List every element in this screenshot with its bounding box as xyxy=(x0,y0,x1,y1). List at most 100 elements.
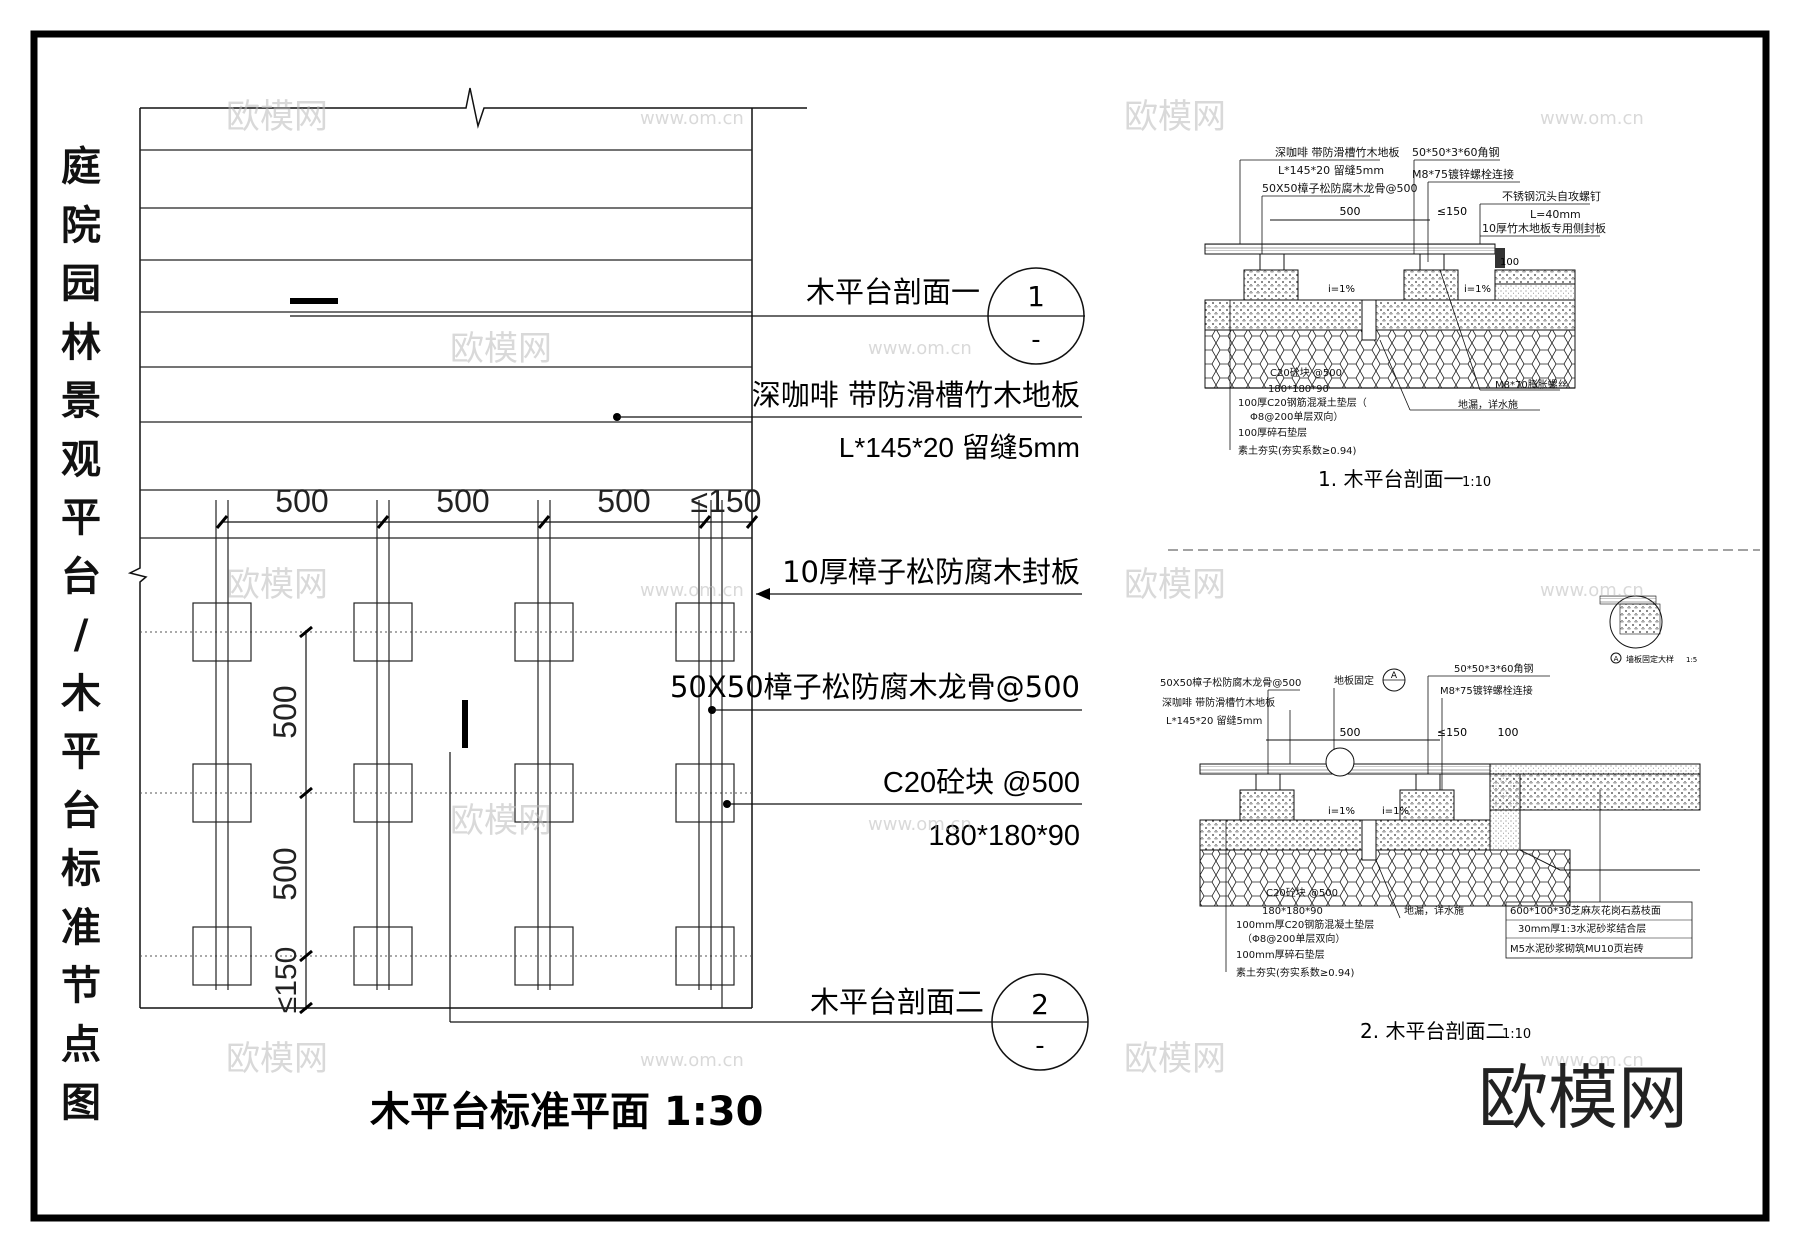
dim-left-2: 500 xyxy=(267,847,303,900)
svg-text:地漏，详水施: 地漏，详水施 xyxy=(1404,904,1464,917)
svg-text:L=40mm: L=40mm xyxy=(1530,208,1581,221)
dim-left-3: ≤150 xyxy=(270,947,303,1014)
detail-a: A 墙板固定大样 1:5 xyxy=(1599,595,1697,664)
svg-text:≤150: ≤150 xyxy=(1437,205,1467,218)
svg-text:墙板固定大样: 墙板固定大样 xyxy=(1626,654,1674,664)
concrete-block xyxy=(675,763,735,823)
watermark-url: www.om.cn xyxy=(1540,580,1644,601)
dim-left-1: 500 xyxy=(267,685,303,738)
svg-text:L*145*20 留缝5mm: L*145*20 留缝5mm xyxy=(1278,163,1384,177)
dim-top-2: 500 xyxy=(436,483,489,519)
dim-ticks-top xyxy=(215,515,759,529)
svg-text:10厚竹木地板专用侧封板: 10厚竹木地板专用侧封板 xyxy=(1482,221,1606,235)
watermark-brand: 欧模网 xyxy=(1124,1039,1226,1079)
svg-text:M5水泥砂浆砌筑MU10页岩砖: M5水泥砂浆砌筑MU10页岩砖 xyxy=(1510,942,1644,955)
svg-text:M8*75镀锌螺栓连接: M8*75镀锌螺栓连接 xyxy=(1412,167,1514,181)
dim-ticks-left xyxy=(299,625,313,1015)
svg-text:100厚C20钢筋混凝土垫层（: 100厚C20钢筋混凝土垫层（ xyxy=(1238,396,1367,409)
svg-text:深咖啡 带防滑槽竹木地板: 深咖啡 带防滑槽竹木地板 xyxy=(1162,696,1275,709)
section-1-marker-sub: - xyxy=(1031,325,1040,355)
dim-tick xyxy=(215,515,229,529)
dim-top-1: 500 xyxy=(275,483,328,519)
grid-dashed-lines xyxy=(140,631,752,957)
section-1-label: 木平台剖面一 xyxy=(806,275,980,309)
dim-tick xyxy=(299,949,313,963)
svg-text:50X50樟子松防腐木龙骨@500: 50X50樟子松防腐木龙骨@500 xyxy=(1262,181,1418,195)
svg-text:素土夯实(夯实系数≥0.94): 素土夯实(夯实系数≥0.94) xyxy=(1238,444,1357,457)
callout-floorboard-line2: L*145*20 留缝5mm xyxy=(839,432,1080,463)
svg-text:≤150: ≤150 xyxy=(1437,726,1467,739)
svg-text:C20砼块 @500: C20砼块 @500 xyxy=(1266,886,1338,899)
watermark-url: www.om.cn xyxy=(640,108,744,129)
dim-tick xyxy=(698,515,712,529)
sheet-vertical-title: 庭院园林景观平台/木平台标准节点图 xyxy=(61,144,101,1126)
concrete-block xyxy=(353,602,413,662)
callout-joist: 50X50樟子松防腐木龙骨@500 xyxy=(670,670,1080,704)
watermark-brand: 欧模网 xyxy=(450,329,552,369)
svg-text:C20砼块 @500: C20砼块 @500 xyxy=(1270,366,1342,379)
svg-text:A: A xyxy=(1614,655,1619,663)
plan-top-break-line xyxy=(140,87,807,129)
svg-text:600*100*30芝麻灰花岗石荔枝面: 600*100*30芝麻灰花岗石荔枝面 xyxy=(1510,904,1661,917)
section-1-marker-number: 1 xyxy=(1027,280,1045,313)
watermark-url: www.om.cn xyxy=(868,338,972,359)
svg-text:100: 100 xyxy=(1498,726,1519,739)
svg-text:100: 100 xyxy=(1500,257,1519,268)
concrete-block xyxy=(353,763,413,823)
svg-text:1:5: 1:5 xyxy=(1686,656,1697,664)
plan-title: 木平台标准平面 1:30 xyxy=(370,1089,763,1135)
dim-tick xyxy=(299,786,313,800)
svg-text:地板固定: 地板固定 xyxy=(1334,674,1374,687)
svg-text:180*180*90: 180*180*90 xyxy=(1262,906,1323,917)
section-1-detail: 500 ≤150 100 i=1% i=1% 深咖啡 带防滑槽竹木地板 L*14… xyxy=(1204,145,1606,491)
section-1-title: 1. 木平台剖面一 xyxy=(1318,467,1463,491)
svg-text:500: 500 xyxy=(1340,726,1361,739)
plan-left-break-line xyxy=(127,108,148,1008)
joist-lines xyxy=(215,500,723,1008)
svg-text:素土夯实(夯实系数≥0.94): 素土夯实(夯实系数≥0.94) xyxy=(1236,966,1355,979)
watermark-brand: 欧模网 xyxy=(226,565,328,605)
callout-floorboard-line1: 深咖啡 带防滑槽竹木地板 xyxy=(752,378,1080,412)
plan-view: 500 500 500 ≤150 500 500 ≤150 1 - 木平台剖面一… xyxy=(127,87,1089,1135)
concrete-block xyxy=(192,602,252,662)
dim-top-4: ≤150 xyxy=(691,483,762,519)
svg-text:深咖啡 带防滑槽竹木地板: 深咖啡 带防滑槽竹木地板 xyxy=(1275,145,1400,159)
svg-text:50X50樟子松防腐木龙骨@500: 50X50樟子松防腐木龙骨@500 xyxy=(1160,676,1301,689)
watermark-brand: 欧模网 xyxy=(226,1039,328,1079)
svg-text:100mm厚C20钢筋混凝土垫层: 100mm厚C20钢筋混凝土垫层 xyxy=(1236,918,1374,931)
concrete-block xyxy=(192,926,252,986)
section-cut-mark-2 xyxy=(462,700,468,748)
watermark-url: www.om.cn xyxy=(868,814,972,835)
svg-text:100厚碎石垫层: 100厚碎石垫层 xyxy=(1238,426,1307,439)
svg-text:（Φ8@200单层双向）: （Φ8@200单层双向） xyxy=(1242,932,1345,945)
logo-text: 欧模网 xyxy=(1478,1057,1688,1139)
svg-text:地漏，详水施: 地漏，详水施 xyxy=(1458,398,1518,411)
dim-tick xyxy=(376,515,390,529)
svg-text:M8*75镀锌螺栓连接: M8*75镀锌螺栓连接 xyxy=(1440,684,1533,697)
svg-text:100mm厚碎石垫层: 100mm厚碎石垫层 xyxy=(1236,948,1325,961)
concrete-block xyxy=(675,602,735,662)
section-1-scale: 1:10 xyxy=(1462,475,1491,490)
svg-text:180*180*90: 180*180*90 xyxy=(1268,384,1329,395)
section-2-marker-number: 2 xyxy=(1031,988,1049,1021)
concrete-block xyxy=(514,926,574,986)
watermark-brand: 欧模网 xyxy=(226,97,328,137)
watermark-brand: 欧模网 xyxy=(1124,565,1226,605)
section-2-marker-sub: - xyxy=(1035,1031,1044,1061)
concrete-block xyxy=(514,763,574,823)
section-2-label: 木平台剖面二 xyxy=(810,985,984,1019)
svg-text:50*50*3*60角钢: 50*50*3*60角钢 xyxy=(1412,146,1500,159)
svg-text:M8*70膨胀螺丝: M8*70膨胀螺丝 xyxy=(1495,378,1568,391)
section-cut-mark-1 xyxy=(290,298,338,304)
section-2-title: 2. 木平台剖面二 xyxy=(1360,1019,1505,1043)
callout-block-line1: C20砼块 @500 xyxy=(883,766,1080,799)
watermark-url: www.om.cn xyxy=(640,580,744,601)
dim-tick xyxy=(299,625,313,639)
dim-tick xyxy=(299,1001,313,1015)
dim-tick xyxy=(537,515,551,529)
concrete-block xyxy=(353,926,413,986)
callout-block-line2: 180*180*90 xyxy=(928,820,1080,852)
svg-text:不锈钢沉头自攻螺钉: 不锈钢沉头自攻螺钉 xyxy=(1502,189,1601,203)
